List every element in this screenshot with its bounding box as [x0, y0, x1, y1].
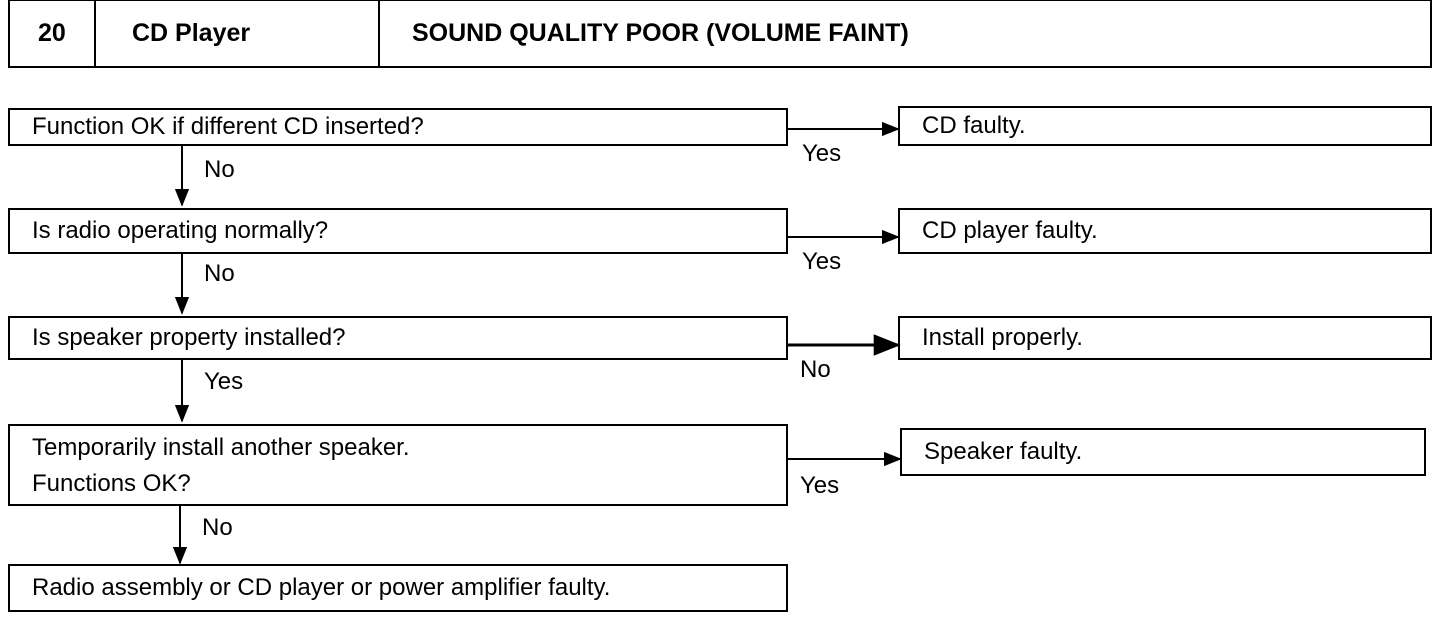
branch-label-no: No: [202, 514, 233, 541]
question-text: Is radio operating normally?: [32, 217, 329, 244]
result-text: CD faulty.: [922, 112, 1026, 139]
result-box-3: Install properly.: [898, 316, 1432, 360]
question-text-line-1: Temporarily install another speaker.: [32, 434, 410, 461]
header-divider: [378, 1, 380, 66]
result-text: CD player faulty.: [922, 217, 1098, 244]
question-box-3: Is speaker property installed?: [8, 316, 788, 360]
final-result-box: Radio assembly or CD player or power amp…: [8, 564, 788, 612]
question-box-2: Is radio operating normally?: [8, 208, 788, 254]
question-box-1: Function OK if different CD inserted?: [8, 108, 788, 146]
branch-label-yes: Yes: [802, 140, 842, 167]
header-divider: [94, 1, 96, 66]
problem-title: SOUND QUALITY POOR (VOLUME FAINT): [412, 19, 909, 47]
question-text: Is speaker property installed?: [32, 324, 346, 351]
branch-label-no: No: [204, 260, 235, 287]
result-text: Speaker faulty.: [924, 438, 1083, 465]
result-box-1: CD faulty.: [898, 106, 1432, 146]
result-text: Install properly.: [922, 324, 1083, 351]
system-name: CD Player: [132, 19, 251, 47]
branch-label-no: No: [800, 356, 831, 383]
branch-label-yes: Yes: [204, 368, 244, 395]
question-text: Function OK if different CD inserted?: [32, 113, 424, 140]
result-box-2: CD player faulty.: [898, 208, 1432, 254]
question-box-4: Temporarily install another speaker. Fun…: [8, 424, 788, 506]
branch-label-no: No: [204, 156, 235, 183]
question-text-line-2: Functions OK?: [32, 470, 191, 497]
branch-label-yes: Yes: [802, 248, 842, 275]
procedure-number: 20: [38, 19, 66, 47]
branch-label-yes: Yes: [800, 472, 840, 499]
final-result-text: Radio assembly or CD player or power amp…: [32, 574, 611, 601]
procedure-header: 20 CD Player SOUND QUALITY POOR (VOLUME …: [8, 0, 1432, 68]
result-box-4: Speaker faulty.: [900, 428, 1426, 476]
